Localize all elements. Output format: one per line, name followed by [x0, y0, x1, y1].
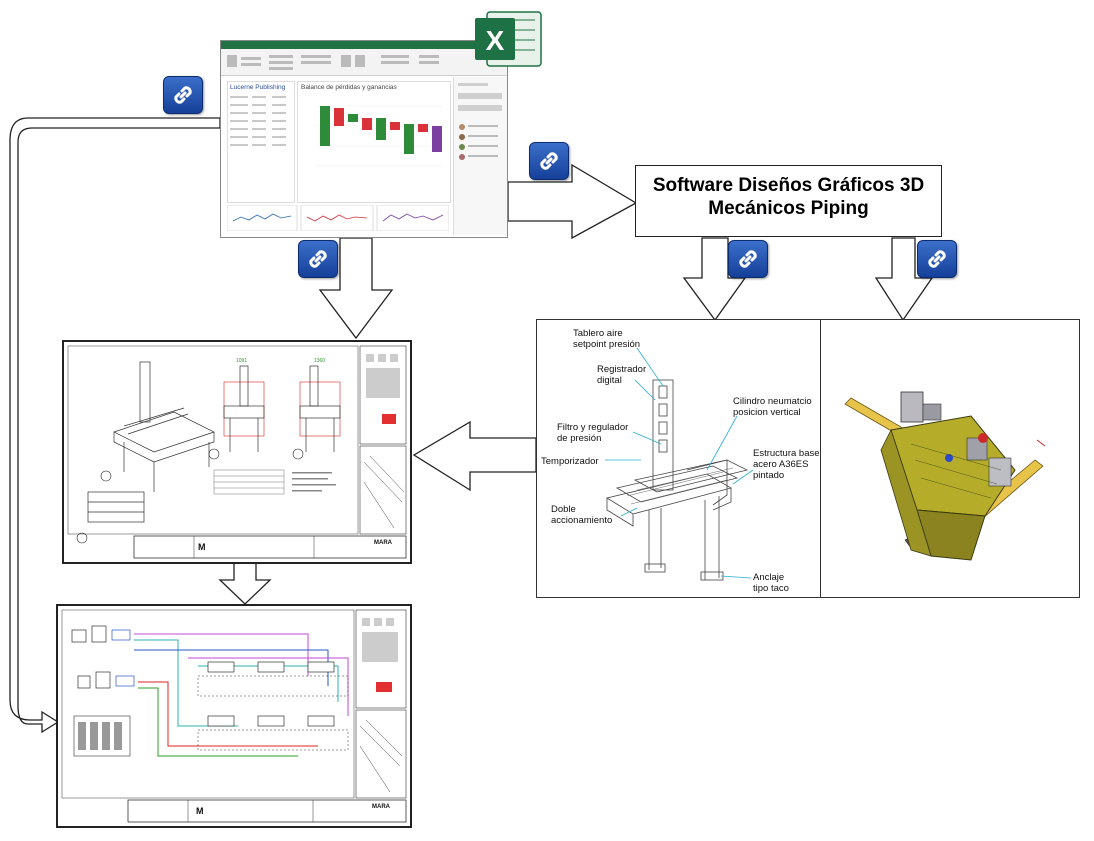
link-icon [174, 86, 192, 104]
svg-text:1091: 1091 [236, 358, 247, 364]
title-line-2: Mecánicos Piping [708, 198, 869, 219]
bar [320, 106, 330, 146]
bar [432, 126, 442, 152]
excel-window: Lucerne Publishing Balance de pérdidas y… [220, 40, 508, 238]
bar [390, 122, 400, 130]
bar [334, 108, 344, 126]
bar [376, 118, 386, 140]
pl-chart-title: Balance de pérdidas y ganancias [301, 84, 397, 91]
bar [348, 114, 358, 122]
wireframe-equipment [605, 347, 754, 581]
pneumatic-schematic: M MARA [61, 609, 407, 823]
sparkline-cards [227, 205, 449, 231]
link-button-excel[interactable] [163, 76, 203, 114]
arrow-title-to-render [874, 237, 934, 322]
link-button-render[interactable] [917, 240, 957, 278]
arrow-excel-to-title [507, 163, 638, 240]
svg-text:1360: 1360 [314, 358, 325, 364]
excel-titlebar [221, 41, 507, 49]
label-temporizador: Temporizador [541, 456, 599, 467]
drawing-sheet-pneumatic: M MARA [56, 604, 412, 828]
drawing-sheet-elevations: 1091 1360 M MARA [62, 340, 412, 564]
cad-divider [820, 320, 821, 597]
link-icon [739, 250, 757, 268]
arrow-3d-to-drawing [412, 420, 537, 492]
elevation-drawing: 1091 1360 M MARA [67, 345, 407, 559]
waterfall-chart [316, 105, 442, 167]
link-button-title[interactable] [529, 142, 569, 180]
excel-sheet: Lucerne Publishing Balance de pérdidas y… [227, 81, 451, 231]
svg-text:M: M [196, 806, 204, 816]
link-icon [309, 250, 327, 268]
comments-pane [453, 77, 507, 235]
software-title-box: Software Diseños Gráficos 3D Mecánicos P… [635, 165, 942, 237]
arrow-excel-to-drawing [318, 237, 394, 340]
title-line-1: Software Diseños Gráficos 3D [652, 175, 925, 196]
svg-text:MARA: MARA [372, 804, 391, 810]
excel-icon: X [475, 11, 542, 67]
bar [362, 118, 372, 130]
link-icon [928, 250, 946, 268]
bar [418, 124, 428, 132]
publishing-card: Lucerne Publishing [227, 81, 295, 203]
link-button-3d[interactable] [728, 240, 768, 278]
equipment-render [844, 391, 1046, 561]
excel-ribbon [221, 49, 507, 76]
publishing-title: Lucerne Publishing [230, 84, 286, 91]
publishing-table [230, 96, 286, 146]
link-button-drawing[interactable] [298, 240, 338, 278]
arrow-excel-to-bottom [9, 117, 221, 734]
arrow-drawing-to-pneumatic [218, 562, 272, 605]
pl-chart-card: Balance de pérdidas y ganancias [297, 81, 451, 203]
svg-text:M: M [198, 542, 206, 552]
bar [404, 124, 414, 154]
svg-text:MARA: MARA [374, 540, 393, 546]
svg-text:X: X [486, 25, 505, 56]
link-icon [540, 152, 558, 170]
